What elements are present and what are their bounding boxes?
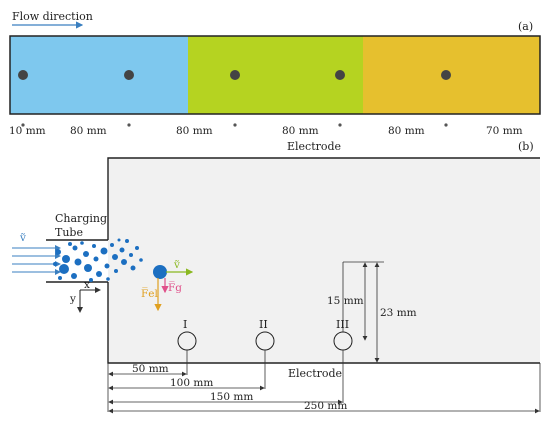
axis-x-label: x [84,279,90,291]
zone-1 [10,36,188,114]
channel-top-wall [107,157,540,240]
panel-a-frame [9,35,541,115]
spacing-label-1: 10 mm [9,125,46,137]
electrode-dot-1 [18,70,28,80]
panel-b-label: (b) [518,140,534,153]
tick-dot-3 [233,123,237,127]
gravity-force-label: F̅g [168,280,182,294]
inflow-arrows [12,245,61,275]
panel-a-electrode-label: Electrode [287,140,341,153]
spacing-label-5: 80 mm [388,125,425,137]
panel-a-label: (a) [518,20,533,33]
tracked-particle [153,265,167,279]
tick-dot-2 [127,123,131,127]
electrode-dot-4 [335,70,345,80]
spacing-label-4: 80 mm [282,125,319,137]
particle-velocity-label: ṽ [173,259,180,271]
particle-cloud [53,238,143,282]
spacing-label-2: 80 mm [70,125,107,137]
tick-dot-4 [338,123,342,127]
electrode-dot-3 [230,70,240,80]
electrode-dot-2 [124,70,134,80]
tick-dot-1 [21,123,25,127]
zone-3 [363,36,540,114]
electrode-dot-5 [441,70,451,80]
panel-a: Flow direction (a) 10 mm 80 mm 80 mm 80 … [9,10,541,153]
spacing-label-6: 70 mm [486,125,523,137]
dim-150-label: 150 mm [210,391,253,403]
dim-50-label: 50 mm [132,363,169,375]
zone-2 [188,36,363,114]
spacing-label-3: 80 mm [176,125,213,137]
electric-force-label: F̅el [141,286,158,300]
dim-15mm-label: 15 mm [327,295,364,307]
inflow-velocity-label: ṽ [19,232,26,244]
dim-250-label: 250 mm [304,400,347,412]
channel-background [108,158,540,363]
axis-y-label: y [69,293,76,305]
charging-label: Charging [55,212,107,225]
tube-label: Tube [55,226,83,239]
probe-label-3: III [336,318,349,331]
panel-b-electrode-label: Electrode [288,367,342,380]
probe-label-1: I [183,318,187,331]
tick-dot-5 [444,123,448,127]
dim-23mm-label: 23 mm [380,307,417,319]
flow-direction-label: Flow direction [12,10,93,23]
panel-b: (b) Charging Tube ṽ [12,140,541,414]
dim-100-label: 100 mm [170,377,213,389]
probe-label-2: II [259,318,268,331]
